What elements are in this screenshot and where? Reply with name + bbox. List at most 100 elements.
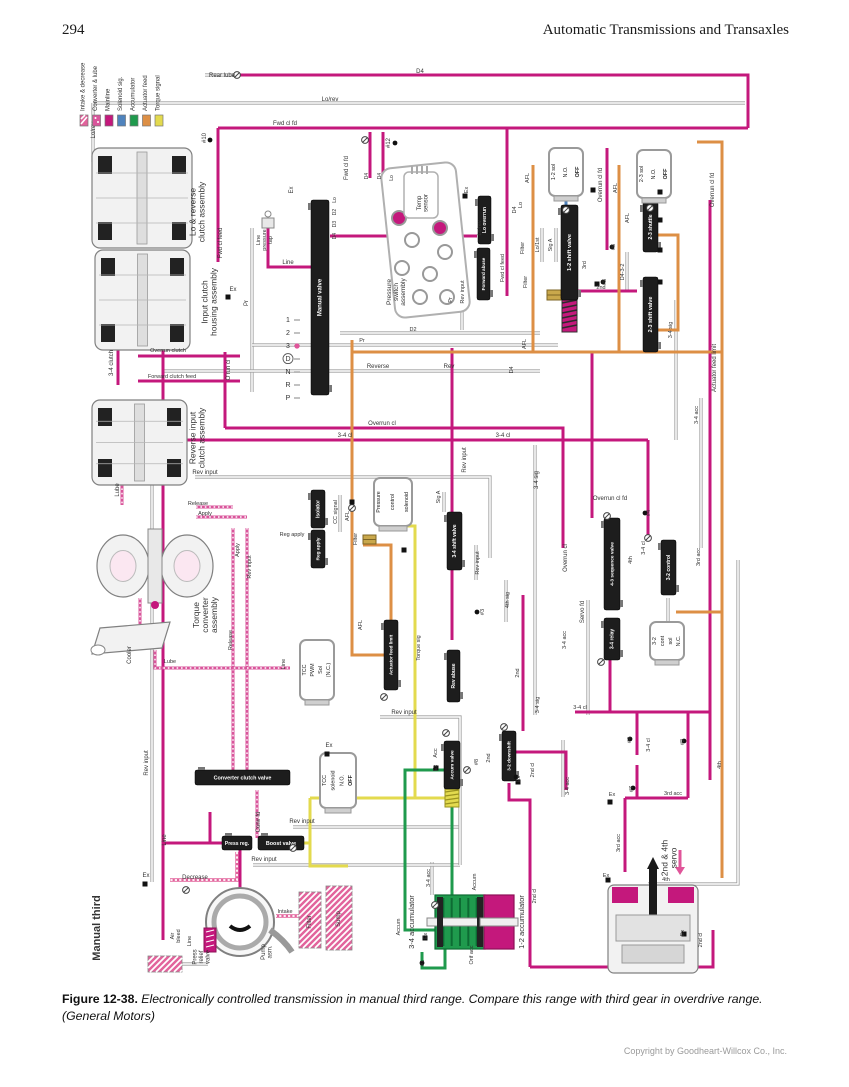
lo-overrun-valve: Lo overrun	[475, 195, 494, 245]
exhaust-port	[657, 247, 663, 253]
diagram-label: Ex	[464, 187, 470, 194]
svg-text:Converter clutch valve: Converter clutch valve	[214, 776, 272, 782]
reverse-input-clutch-assembly	[91, 399, 188, 486]
svg-text:3-4 acc: 3-4 acc	[426, 869, 432, 887]
diagram-label: Sump	[336, 911, 342, 927]
svg-text:Rev: Rev	[444, 364, 455, 370]
diagram-label: Fwd cl feed	[218, 228, 224, 259]
diagram-label: #5	[602, 279, 608, 285]
diagram-label: Linepressuretap	[256, 229, 274, 250]
diagram-label: Servo fd	[580, 601, 586, 623]
diagram-label: Pr	[244, 300, 250, 306]
svg-text:Rear lube: Rear lube	[209, 73, 236, 79]
diagram-label: Ex	[229, 287, 236, 293]
diagram-label: 3-4 sig	[668, 322, 674, 339]
actuator-feed-limit-valve: Actuator feed limit	[381, 619, 401, 691]
svg-text:3-4 sig: 3-4 sig	[535, 697, 541, 714]
svg-text:AFL: AFL	[522, 339, 528, 349]
svg-text:2nd cl: 2nd cl	[530, 763, 536, 778]
junction-dot	[392, 140, 398, 146]
diagram-label: Ex	[516, 776, 522, 783]
diagram-label: AFL	[345, 511, 351, 521]
acc12-feed	[507, 783, 532, 967]
svg-text:Intake: Intake	[278, 909, 293, 915]
junction-dot	[419, 960, 425, 966]
svg-text:Ex: Ex	[433, 765, 439, 772]
diagram-label: #1	[420, 960, 426, 966]
page-number: 294	[62, 22, 85, 38]
diagram-label: Line	[162, 834, 168, 846]
svg-text:Fwd cl feed: Fwd cl feed	[500, 254, 506, 282]
shift-valve-12: 1-2 shift valve	[558, 204, 581, 301]
diagram-label: Line	[282, 260, 294, 266]
diagram-label: Rev input	[289, 819, 315, 825]
diagram-label: D4	[416, 69, 424, 75]
cooler	[90, 621, 171, 656]
press-reg-valve: Press reg.	[221, 833, 253, 851]
isolator-valve: Isolator	[308, 489, 328, 529]
exhaust-port	[324, 751, 330, 757]
svg-text:OFF: OFF	[348, 774, 354, 785]
junction-dot	[474, 609, 480, 615]
diagram-label: D4	[364, 173, 370, 180]
legend-item-accumulator: Accumulator	[129, 78, 139, 127]
svg-text:Actuator feed limit: Actuator feed limit	[712, 344, 718, 392]
orifice-symbol	[463, 766, 471, 774]
svg-text:1-2 shift valve: 1-2 shift valve	[567, 234, 573, 271]
diagram-label: Manual third	[91, 895, 103, 960]
svg-text:Overrun clutch: Overrun clutch	[150, 348, 186, 354]
svg-text:solenoid: solenoid	[404, 492, 410, 512]
svg-text:#4: #4	[627, 737, 633, 743]
orifice-symbol	[644, 534, 652, 542]
diagram-label: 4th sig	[505, 592, 511, 608]
accumulator-12	[479, 894, 519, 950]
svg-text:Ex: Ex	[289, 186, 295, 193]
svg-text:(N.C.): (N.C.)	[326, 663, 332, 678]
svg-text:3-4 acc: 3-4 acc	[562, 631, 568, 649]
diagram-label: 4th	[628, 556, 634, 564]
svg-text:Actuator feed: Actuator feed	[143, 75, 149, 111]
svg-text:Lo: Lo	[389, 175, 395, 181]
svg-text:Actuator feed limit: Actuator feed limit	[389, 634, 394, 675]
svg-text:Torque signal: Torque signal	[156, 75, 162, 111]
svg-text:AFL: AFL	[525, 173, 531, 183]
manual-valve: Manual valve	[308, 199, 332, 396]
diagram-label: Pumpasm.	[261, 944, 273, 960]
diagram-label: Ex	[142, 873, 149, 879]
diagram-label: Apply	[198, 511, 212, 517]
diagram-label: Rev input	[460, 280, 466, 304]
svg-text:Line: Line	[187, 936, 193, 946]
svg-text:D2: D2	[409, 327, 416, 333]
orifice-symbol	[431, 901, 439, 909]
svg-text:Filter: Filter	[523, 276, 529, 288]
control-32: 3-2 control	[658, 539, 679, 596]
junction-dot	[630, 785, 636, 791]
d4-top	[238, 73, 750, 128]
svg-text:Rev input: Rev input	[247, 555, 253, 579]
svg-text:Reg apply: Reg apply	[316, 537, 322, 560]
diagram-label: 3-4 acc	[562, 631, 568, 649]
svg-text:2nd & 4thservo: 2nd & 4thservo	[659, 840, 678, 877]
svg-text:AFL: AFL	[358, 620, 364, 630]
svg-text:OFF: OFF	[663, 168, 669, 179]
junction-dot	[609, 244, 615, 250]
orifice-symbol	[289, 844, 297, 852]
svg-text:2: 2	[286, 330, 290, 337]
diagram-label: Ex	[603, 873, 610, 879]
svg-text:2nd: 2nd	[486, 753, 492, 762]
svg-text:Acc: Acc	[433, 748, 439, 757]
svg-text:Accum: Accum	[472, 873, 478, 890]
diagram-label: Rev input	[475, 551, 481, 575]
diagram-label: Lo	[518, 202, 524, 208]
svg-text:#3: #3	[480, 609, 486, 615]
diagram-label: Overrun cl fd	[593, 496, 627, 502]
afl-main	[350, 340, 384, 657]
svg-text:Pr: Pr	[244, 300, 250, 306]
svg-text:2nd cl: 2nd cl	[698, 933, 704, 948]
diagram-label: Overrun cl fd	[598, 168, 604, 202]
exhaust-port	[422, 935, 428, 941]
svg-text:Lo: Lo	[332, 197, 338, 203]
diagram-label: 2nd cl	[698, 933, 704, 948]
exhaust-port	[462, 193, 468, 199]
